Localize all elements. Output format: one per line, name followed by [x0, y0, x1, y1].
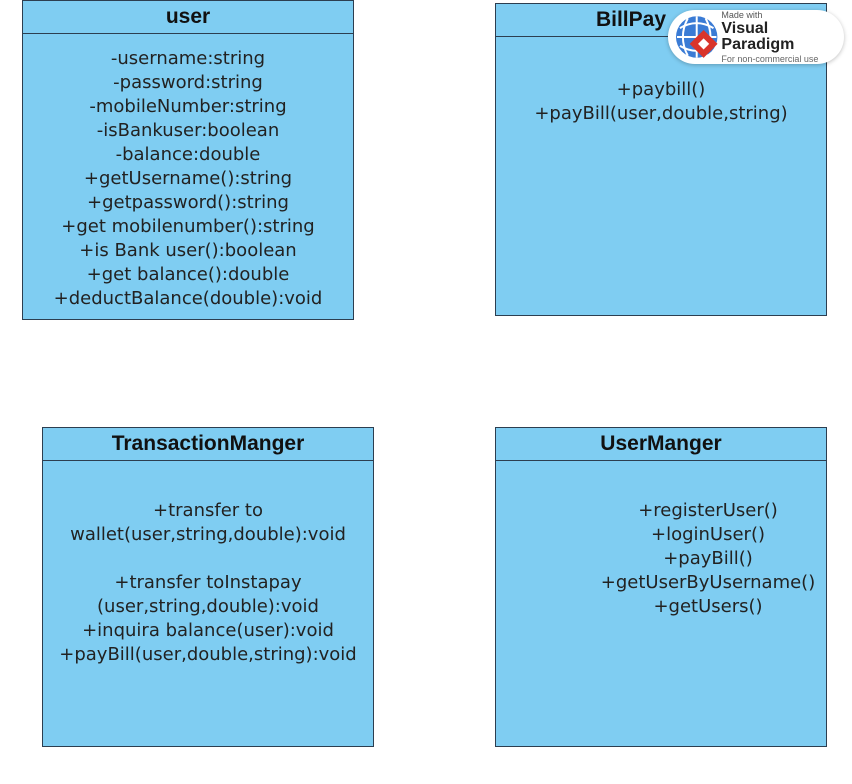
member: +deductBalance(double):void [53, 288, 323, 309]
member: +is Bank user():boolean [79, 240, 297, 261]
member: +get balance():double [86, 264, 290, 285]
member: +transfer to wallet(user,string,double):… [70, 500, 346, 545]
member: +getUserByUsername() [600, 572, 816, 593]
watermark-text: Made with Visual Paradigm For non-commer… [721, 9, 844, 64]
member: +payBill(user,double,string) [534, 103, 788, 124]
class-user-name: user [23, 1, 353, 34]
member-spacer [53, 547, 363, 571]
member: -username:string [110, 48, 266, 69]
watermark-made-with: Made with [721, 9, 763, 20]
member: +transfer toInstapay (user,string,double… [97, 572, 319, 617]
member: +payBill(user,double,string):void [59, 644, 357, 665]
class-transaction-manager-members: +transfer to wallet(user,string,double):… [43, 461, 373, 667]
class-user-members: -username:string -password:string -mobil… [23, 34, 353, 311]
member: +loginUser() [650, 524, 765, 545]
member: -password:string [113, 72, 263, 93]
class-name-text: BillPay [595, 8, 667, 31]
member: +payBill() [663, 548, 753, 569]
member: +registerUser() [638, 500, 778, 521]
class-user-manager-members: +registerUser() +loginUser() +payBill() … [496, 461, 826, 619]
class-transaction-manager[interactable]: TransactionManger +transfer to wallet(us… [42, 427, 374, 747]
member: +paybill() [616, 79, 706, 100]
member: +getUsers() [653, 596, 763, 617]
class-bill-payment-members: +paybill() +payBill(user,double,string) [496, 37, 826, 126]
class-user-manager-name: UserManger [496, 428, 826, 461]
class-transaction-manager-name: TransactionManger [43, 428, 373, 461]
member: -balance:double [115, 144, 261, 165]
watermark-subtext: For non-commercial use [721, 53, 819, 64]
member: -mobileNumber:string [89, 96, 287, 117]
visual-paradigm-watermark: Made with Visual Paradigm For non-commer… [668, 10, 844, 64]
member: +inquira balance(user):void [82, 620, 334, 641]
class-user-manager[interactable]: UserManger +registerUser() +loginUser() … [495, 427, 827, 747]
member: +get mobilenumber():string [61, 216, 315, 237]
visual-paradigm-logo-icon [675, 16, 718, 58]
class-user[interactable]: user -username:string -password:string -… [22, 0, 354, 320]
member: -isBankuser:boolean [96, 120, 280, 141]
watermark-brand: Visual Paradigm [721, 19, 795, 53]
member: +getUsername():string [83, 168, 293, 189]
member: +getpassword():string [87, 192, 289, 213]
class-bill-payment-name: BillPay [496, 4, 826, 37]
